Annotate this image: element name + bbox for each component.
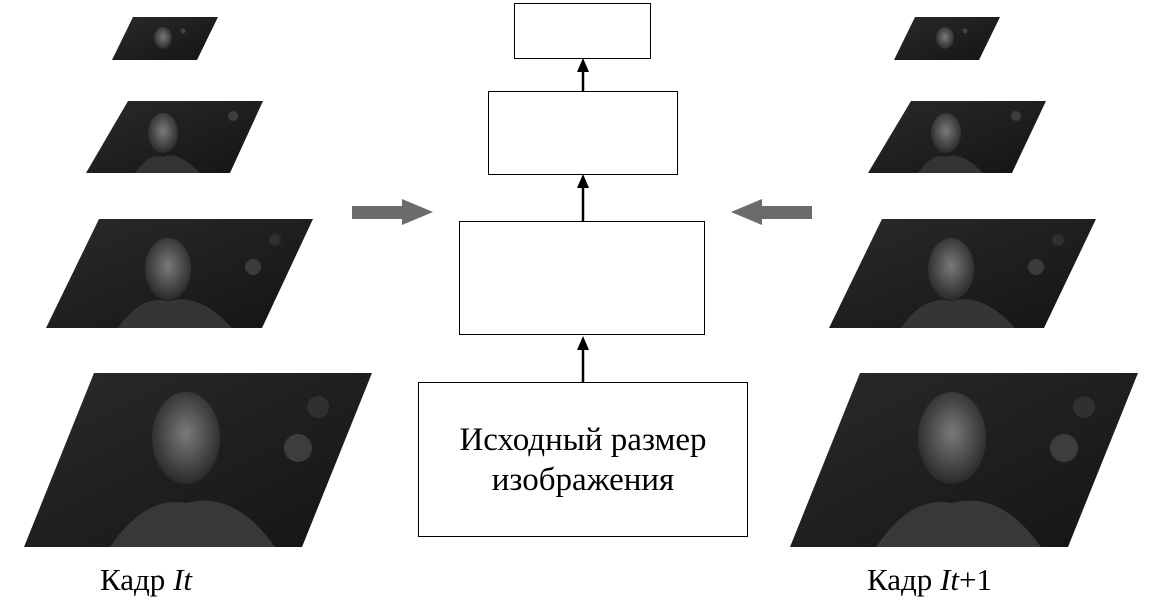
right-caption-word: Кадр	[867, 562, 933, 597]
left-frame-caption: Кадр It	[100, 562, 192, 598]
right-pyramid-level-4	[790, 373, 1138, 547]
right-input-arrow	[731, 199, 812, 225]
original-size-label: Исходный размер изображения	[459, 420, 706, 500]
left-pyramid-level-1	[112, 17, 218, 60]
arrow-box3-to-box2	[577, 174, 589, 221]
right-pyramid-level-1	[894, 17, 1000, 60]
right-frame-caption: Кадр It+1	[867, 562, 992, 598]
arrow-box2-to-box1	[577, 58, 589, 91]
arrow-original-to-box3	[577, 336, 589, 382]
left-pyramid-level-3	[46, 219, 313, 328]
original-size-label-line2: изображения	[491, 461, 675, 498]
left-pyramid-level-4	[24, 373, 372, 547]
left-caption-word: Кадр	[100, 562, 166, 597]
right-pyramid-level-2	[868, 101, 1046, 173]
pyramid-box-level-2	[488, 91, 678, 175]
pyramid-box-level-1	[514, 3, 651, 59]
original-size-box: Исходный размер изображения	[418, 382, 748, 537]
pyramid-box-level-3	[459, 221, 705, 335]
left-pyramid-level-2	[86, 101, 263, 173]
right-caption-var: It	[940, 562, 959, 597]
left-input-arrow	[352, 199, 433, 225]
right-pyramid-level-3	[829, 219, 1096, 328]
left-caption-var: It	[173, 562, 192, 597]
right-caption-suffix: +1	[959, 562, 992, 597]
original-size-label-line1: Исходный размер	[459, 421, 707, 458]
